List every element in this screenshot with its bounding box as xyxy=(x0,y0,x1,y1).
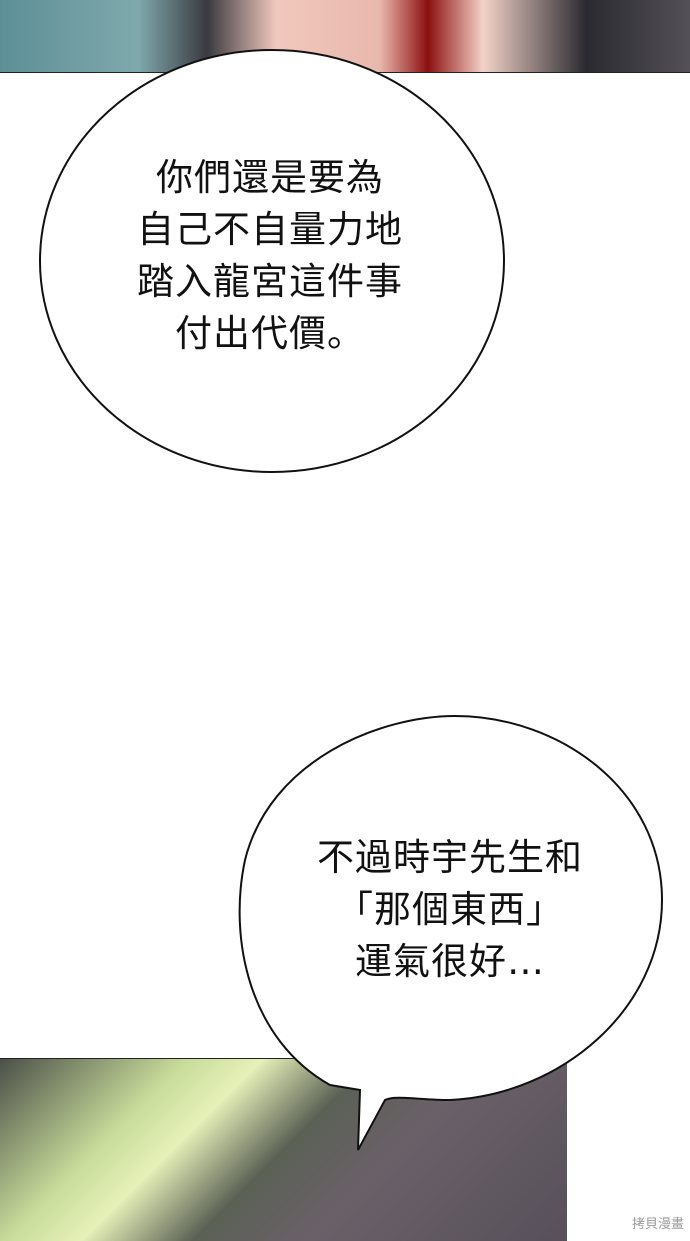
bubble-line: 付出代價。 xyxy=(175,312,365,355)
bubble-2-text: 不過時宇先生和 「那個東西」 運氣很好… xyxy=(260,832,640,988)
bubble-1-text: 你們還是要為 自己不自量力地 踏入龍宮這件事 付出代價。 xyxy=(70,152,470,360)
speech-bubble-2 xyxy=(238,714,664,1151)
bubble-line: 運氣很好… xyxy=(355,940,545,983)
bubble-line: 自己不自量力地 xyxy=(137,208,403,251)
bubble-line: 踏入龍宮這件事 xyxy=(137,260,403,303)
bubble-line: 「那個東西」 xyxy=(336,888,564,931)
bubble-line: 不過時宇先生和 xyxy=(317,836,583,879)
speech-bubble-1 xyxy=(39,49,505,473)
watermark: 拷貝漫畫 xyxy=(631,1217,684,1232)
bubble-line: 你們還是要為 xyxy=(156,156,384,199)
